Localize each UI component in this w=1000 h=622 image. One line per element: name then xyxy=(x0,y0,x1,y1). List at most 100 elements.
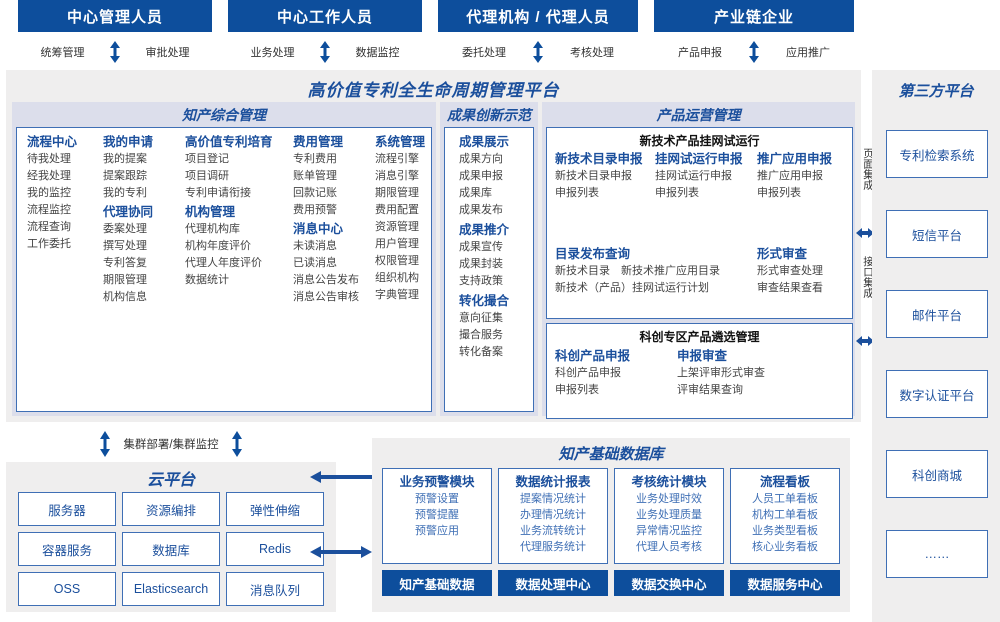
db-card-item[interactable]: 代理服务统计 xyxy=(520,541,586,553)
db-card-item[interactable]: 提案情况统计 xyxy=(520,493,586,505)
menu-item[interactable]: 撮合服务 xyxy=(459,329,503,341)
menu-item[interactable]: 新技术（产品）挂网试运行计划 xyxy=(555,282,709,294)
db-card-item[interactable]: 预警提醒 xyxy=(415,509,459,521)
menu-item[interactable]: 权限管理 xyxy=(375,255,419,267)
menu-item[interactable]: 用户管理 xyxy=(375,238,419,250)
menu-item[interactable]: 申报列表 xyxy=(555,187,599,199)
menu-item[interactable]: 数据统计 xyxy=(185,274,229,286)
db-card-item[interactable]: 办理情况统计 xyxy=(520,509,586,521)
cloud-item-autoscaling[interactable]: 弹性伸缩 xyxy=(226,492,324,526)
menu-item[interactable]: 费用配置 xyxy=(375,204,419,216)
menu-item[interactable]: 提案跟踪 xyxy=(103,170,147,182)
role-title[interactable]: 代理机构 / 代理人员 xyxy=(438,0,638,32)
menu-item[interactable]: 申报列表 xyxy=(555,384,599,396)
menu-item[interactable]: 我的监控 xyxy=(27,187,71,199)
menu-item[interactable]: 形式审查处理 xyxy=(757,265,823,277)
menu-item[interactable]: 消息公告审核 xyxy=(293,291,359,303)
menu-item[interactable]: 账单管理 xyxy=(293,170,337,182)
db-card-item[interactable]: 业务流转统计 xyxy=(520,525,586,537)
third-party-item-patent-search[interactable]: 专利检索系统 xyxy=(886,130,988,178)
menu-item[interactable]: 代理机构库 xyxy=(185,223,240,235)
menu-item[interactable]: 消息引擎 xyxy=(375,170,419,182)
menu-item[interactable]: 成果库 xyxy=(459,187,492,199)
cloud-item-elasticsearch[interactable]: Elasticsearch xyxy=(122,572,220,606)
menu-item[interactable]: 上架评审形式审查 xyxy=(677,367,765,379)
cloud-item-server[interactable]: 服务器 xyxy=(18,492,116,526)
third-party-item-mall[interactable]: 科创商城 xyxy=(886,450,988,498)
menu-item[interactable]: 成果发布 xyxy=(459,204,503,216)
menu-item[interactable]: 流程监控 xyxy=(27,204,71,216)
menu-item[interactable]: 未读消息 xyxy=(293,240,337,252)
db-card-item[interactable]: 人员工单看板 xyxy=(752,493,818,505)
menu-item[interactable]: 专利申请衔接 xyxy=(185,187,251,199)
menu-item[interactable]: 项目登记 xyxy=(185,153,229,165)
menu-item[interactable]: 待我处理 xyxy=(27,153,71,165)
db-card-item[interactable]: 核心业务看板 xyxy=(752,541,818,553)
cloud-item-container[interactable]: 容器服务 xyxy=(18,532,116,566)
menu-item[interactable]: 机构信息 xyxy=(103,291,147,303)
menu-item[interactable]: 新技术目录申报 xyxy=(555,170,632,182)
menu-item[interactable]: 转化备案 xyxy=(459,346,503,358)
menu-item[interactable]: 回款记账 xyxy=(293,187,337,199)
db-card-item[interactable]: 业务处理质量 xyxy=(636,509,702,521)
menu-item[interactable]: 推广应用申报 xyxy=(757,170,823,182)
menu-item[interactable]: 支持政策 xyxy=(459,275,503,287)
db-footer-processing[interactable]: 数据处理中心 xyxy=(498,570,608,596)
third-party-item-sms[interactable]: 短信平台 xyxy=(886,210,988,258)
db-card-item[interactable]: 业务类型看板 xyxy=(752,525,818,537)
db-footer-exchange[interactable]: 数据交换中心 xyxy=(614,570,724,596)
menu-item[interactable]: 工作委托 xyxy=(27,238,71,250)
menu-item[interactable]: 新技术目录 新技术推广应用目录 xyxy=(555,265,720,277)
db-card-item[interactable]: 机构工单看板 xyxy=(752,509,818,521)
menu-item[interactable]: 流程查询 xyxy=(27,221,71,233)
menu-item[interactable]: 代理人年度评价 xyxy=(185,257,262,269)
cloud-item-mq[interactable]: 消息队列 xyxy=(226,572,324,606)
menu-item[interactable]: 费用预警 xyxy=(293,204,337,216)
third-party-item-digital-cert[interactable]: 数字认证平台 xyxy=(886,370,988,418)
cloud-item-redis[interactable]: Redis xyxy=(226,532,324,566)
db-card-item[interactable]: 预警设置 xyxy=(415,493,459,505)
cloud-item-oss[interactable]: OSS xyxy=(18,572,116,606)
db-card-item[interactable]: 代理人员考核 xyxy=(636,541,702,553)
menu-item[interactable]: 专利费用 xyxy=(293,153,337,165)
third-party-item-more[interactable]: …… xyxy=(886,530,988,578)
menu-item[interactable]: 申报列表 xyxy=(655,187,699,199)
menu-item[interactable]: 我的专利 xyxy=(103,187,147,199)
cloud-item-orchestration[interactable]: 资源编排 xyxy=(122,492,220,526)
db-card-item[interactable]: 业务处理时效 xyxy=(636,493,702,505)
menu-item[interactable]: 项目调研 xyxy=(185,170,229,182)
third-party-item-email[interactable]: 邮件平台 xyxy=(886,290,988,338)
menu-item[interactable]: 字典管理 xyxy=(375,289,419,301)
menu-item[interactable]: 期限管理 xyxy=(103,274,147,286)
menu-item[interactable]: 消息公告发布 xyxy=(293,274,359,286)
menu-item[interactable]: 我的提案 xyxy=(103,153,147,165)
menu-item[interactable]: 成果宣传 xyxy=(459,241,503,253)
menu-item[interactable]: 已读消息 xyxy=(293,257,337,269)
menu-item[interactable]: 流程引擎 xyxy=(375,153,419,165)
menu-item[interactable]: 经我处理 xyxy=(27,170,71,182)
menu-item[interactable]: 意向征集 xyxy=(459,312,503,324)
menu-item[interactable]: 成果封装 xyxy=(459,258,503,270)
db-footer-service[interactable]: 数据服务中心 xyxy=(730,570,840,596)
role-title[interactable]: 中心管理人员 xyxy=(18,0,212,32)
menu-item[interactable]: 成果申报 xyxy=(459,170,503,182)
menu-item[interactable]: 期限管理 xyxy=(375,187,419,199)
menu-item[interactable]: 资源管理 xyxy=(375,221,419,233)
cloud-item-database[interactable]: 数据库 xyxy=(122,532,220,566)
menu-item[interactable]: 审查结果查看 xyxy=(757,282,823,294)
menu-item[interactable]: 挂网试运行申报 xyxy=(655,170,732,182)
menu-item[interactable]: 评审结果查询 xyxy=(677,384,743,396)
role-title[interactable]: 产业链企业 xyxy=(654,0,854,32)
menu-item[interactable]: 撰写处理 xyxy=(103,240,147,252)
menu-item[interactable]: 申报列表 xyxy=(757,187,801,199)
menu-item[interactable]: 机构年度评价 xyxy=(185,240,251,252)
menu-item[interactable]: 成果方向 xyxy=(459,153,503,165)
menu-item[interactable]: 科创产品申报 xyxy=(555,367,621,379)
menu-item[interactable]: 组织机构 xyxy=(375,272,419,284)
db-card-item[interactable]: 预警应用 xyxy=(415,525,459,537)
menu-item[interactable]: 委案处理 xyxy=(103,223,147,235)
menu-item[interactable]: 专利答复 xyxy=(103,257,147,269)
role-title[interactable]: 中心工作人员 xyxy=(228,0,422,32)
db-footer-base-data[interactable]: 知产基础数据 xyxy=(382,570,492,596)
db-card-item[interactable]: 异常情况监控 xyxy=(636,525,702,537)
